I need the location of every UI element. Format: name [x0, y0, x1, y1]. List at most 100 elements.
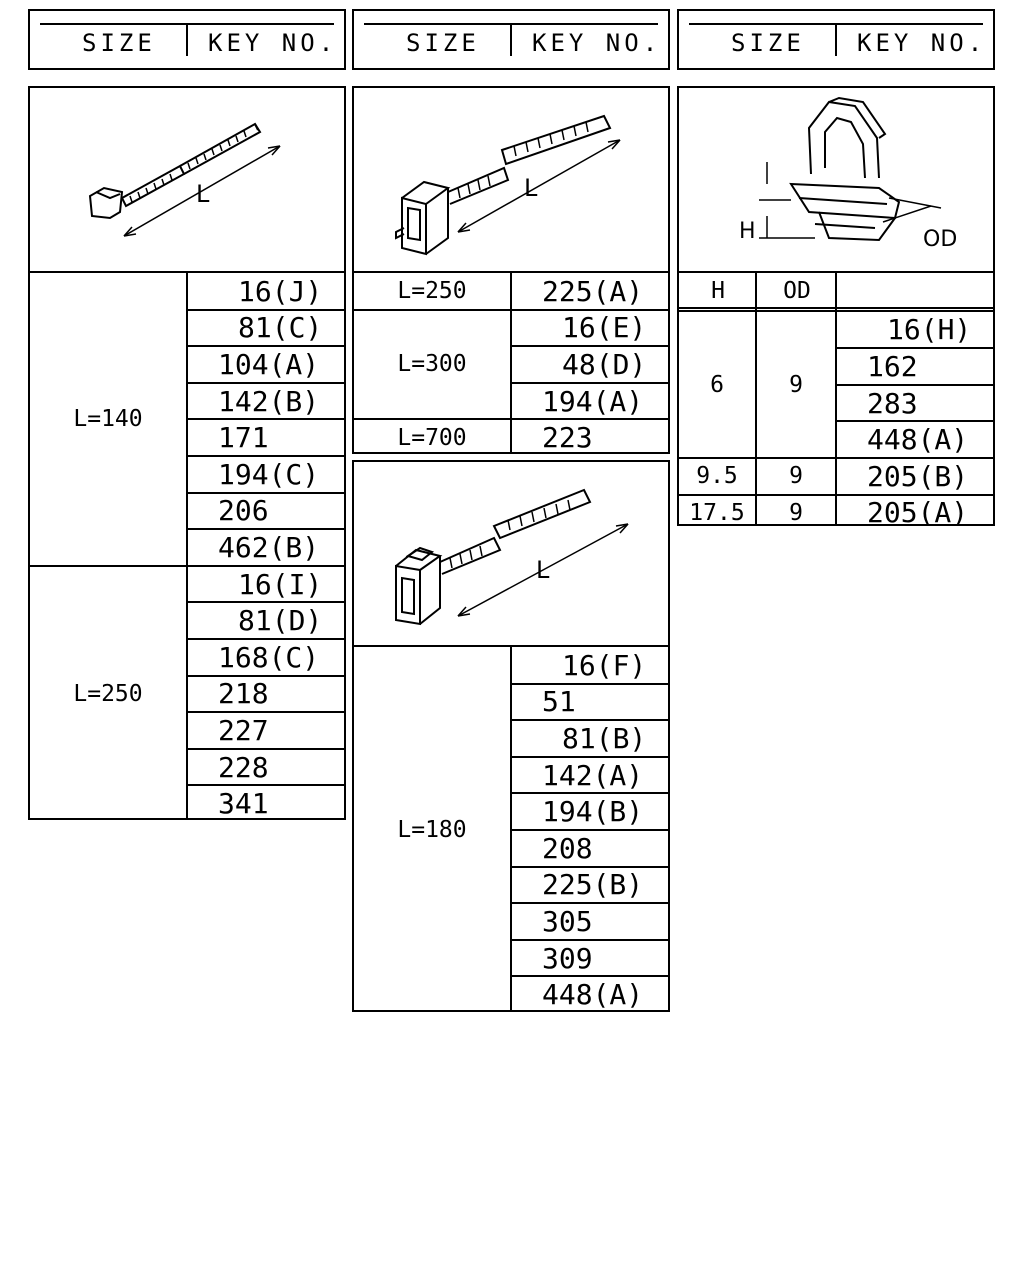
- group-divider: [679, 493, 993, 496]
- row-divider: [188, 638, 344, 640]
- row-divider: [512, 381, 668, 384]
- key-no-header: KEY NO.: [532, 29, 662, 57]
- header-col3: SIZE KEY NO.: [677, 9, 995, 70]
- key-no-header: KEY NO.: [208, 29, 338, 57]
- group-divider: [679, 457, 993, 459]
- key-no-cell: 341: [218, 787, 269, 821]
- row-divider: [512, 755, 668, 758]
- key-no-cell: 283: [867, 386, 918, 420]
- row-divider: [512, 719, 668, 722]
- key-no-cell: 448(A): [867, 423, 969, 457]
- row-divider: [188, 784, 344, 787]
- column-divider: [186, 273, 188, 818]
- od-cell: 9: [789, 463, 803, 490]
- key-no-cell: 225(B): [542, 868, 644, 902]
- header-col2: SIZE KEY NO.: [352, 9, 670, 70]
- key-no-cell: 81(C): [238, 311, 323, 345]
- row-divider: [837, 420, 993, 423]
- row-divider: [512, 865, 668, 868]
- key-no-cell: 305: [542, 904, 593, 938]
- row-divider: [188, 528, 344, 531]
- length-label: L: [524, 174, 538, 202]
- key-no-cell: 206: [218, 494, 269, 528]
- key-no-header: KEY NO.: [857, 29, 987, 57]
- column-divider: [510, 273, 512, 452]
- length-label: L: [196, 180, 210, 208]
- row-divider: [188, 491, 344, 494]
- key-no-cell: 194(B): [542, 795, 644, 829]
- key-no-cell: 16(J): [238, 274, 323, 308]
- row-divider: [512, 792, 668, 795]
- key-no-cell: 48(D): [562, 347, 647, 381]
- size-cell: L=180: [397, 817, 467, 843]
- key-no-cell: 16(F): [562, 648, 647, 682]
- od-column-header: OD: [783, 278, 811, 305]
- row-divider: [188, 711, 344, 714]
- row-divider: [188, 381, 344, 384]
- header-col1: SIZE KEY NO.: [28, 9, 346, 70]
- key-no-cell: 171: [218, 421, 269, 455]
- length-label: L: [536, 556, 550, 584]
- row-divider: [188, 418, 344, 421]
- cable-tie-figure: L: [30, 88, 344, 273]
- row-divider: [188, 674, 344, 677]
- h-column-header: H: [711, 278, 725, 305]
- key-no-cell: 162: [867, 349, 918, 383]
- group-divider: [30, 564, 344, 567]
- cable-tie-block-figure: L: [354, 88, 668, 273]
- key-no-cell: 205(A): [867, 496, 969, 530]
- size-cell: L=250: [397, 278, 467, 305]
- row-divider: [188, 747, 344, 750]
- size-header: SIZE: [731, 29, 805, 57]
- key-no-cell: 462(B): [218, 530, 320, 564]
- od-cell: 9: [789, 499, 803, 526]
- group-divider: [354, 418, 668, 421]
- row-divider: [188, 345, 344, 348]
- row-divider: [837, 347, 993, 350]
- row-divider: [188, 455, 344, 457]
- row-divider: [837, 383, 993, 386]
- clip-figure: H OD: [679, 88, 993, 273]
- cable-tie-table-2: L L=250 225(A) L=300 16(E)48(D)194(A) L=700 2…: [352, 86, 670, 454]
- key-no-cell: 16(E): [562, 311, 647, 345]
- key-no-cell: 194(A): [542, 384, 644, 418]
- key-no-cell: 205(B): [867, 459, 969, 493]
- row-divider: [512, 345, 668, 348]
- height-label: H: [739, 219, 756, 244]
- key-no-cell: 81(B): [562, 721, 647, 755]
- row-divider: [512, 682, 668, 685]
- outer-diameter-label: OD: [923, 227, 957, 252]
- key-no-cell: 81(D): [238, 604, 323, 638]
- size-header: SIZE: [406, 29, 480, 57]
- key-no-cell: 16(I): [238, 567, 323, 601]
- key-no-cell: 228: [218, 750, 269, 784]
- group-divider: [354, 308, 668, 311]
- h-cell: 6: [710, 371, 724, 398]
- key-no-cell: 225(A): [542, 274, 644, 308]
- size-cell: L=300: [397, 351, 467, 378]
- key-no-cell: 16(H): [887, 313, 972, 347]
- key-no-cell: 208: [542, 831, 593, 865]
- key-no-cell: 142(A): [542, 758, 644, 792]
- size-cell: L=140: [73, 406, 143, 433]
- key-no-cell: 218: [218, 677, 269, 711]
- column-divider: [835, 273, 837, 524]
- row-divider: [512, 975, 668, 978]
- od-cell: 9: [789, 371, 803, 398]
- h-cell: 9.5: [696, 463, 738, 490]
- cable-tie-clip-figure: L: [354, 462, 668, 647]
- h-cell: 17.5: [689, 499, 745, 526]
- size-header: SIZE: [82, 29, 156, 57]
- column-divider: [755, 273, 757, 524]
- key-no-cell: 51: [542, 685, 576, 719]
- row-divider: [188, 308, 344, 311]
- size-cell: L=700: [397, 424, 467, 451]
- key-no-cell: 309: [542, 941, 593, 975]
- key-no-cell: 223: [542, 421, 593, 455]
- key-no-cell: 168(C): [218, 640, 320, 674]
- row-divider: [512, 829, 668, 831]
- row-divider: [512, 902, 668, 905]
- row-divider: [188, 601, 344, 604]
